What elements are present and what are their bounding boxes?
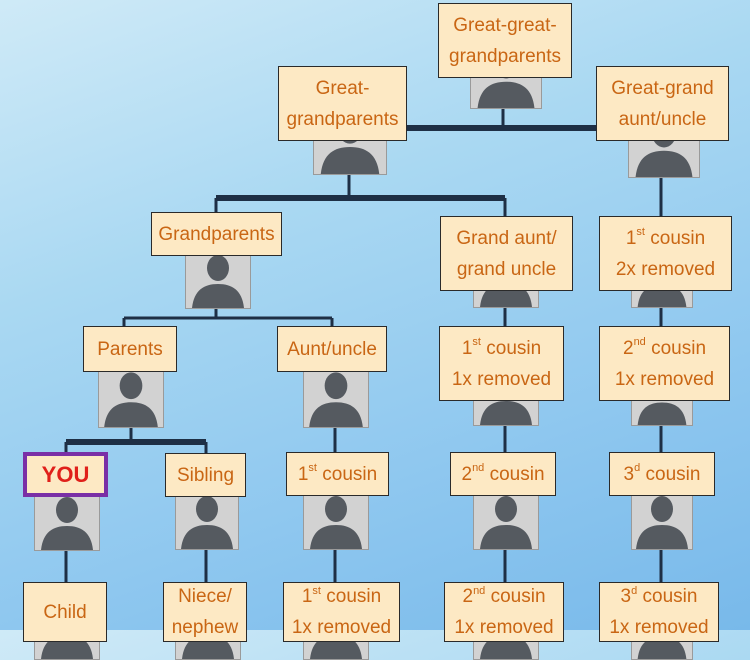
great-great-grandparents-label: Great-great-grandparents <box>438 3 572 78</box>
label-line: 1st cousin <box>625 226 706 249</box>
aunt-uncle-label: Aunt/uncle <box>277 326 387 372</box>
label-line: 1x removed <box>609 617 709 638</box>
label-line: Aunt/uncle <box>287 338 377 360</box>
label-line: 3d cousin <box>623 462 701 485</box>
label-line: Grandparents <box>158 223 275 245</box>
label-line: Great-grand <box>611 77 714 99</box>
great-grand-aunt-uncle-label: Great-grand aunt/uncle <box>596 66 729 141</box>
person-silhouette-icon <box>309 372 363 427</box>
niece-nephew-label: Niece/nephew <box>163 582 247 642</box>
label-line: Great-great- <box>453 14 557 36</box>
label-line: aunt/uncle <box>618 108 707 130</box>
first-cousin-2x-removed-label: 1st cousin 2x removed <box>599 216 732 291</box>
label-line: 1st cousin <box>461 336 542 359</box>
person-silhouette-icon <box>480 496 532 549</box>
label-line: nephew <box>171 617 239 638</box>
label-line: Parents <box>97 338 163 360</box>
child-label: Child <box>23 582 107 642</box>
label-line: grandparents <box>286 108 399 130</box>
you-label: YOU <box>23 452 108 497</box>
label-line: Child <box>43 601 87 623</box>
label-line: 2nd cousin <box>461 462 545 485</box>
person-silhouette-icon <box>310 496 362 549</box>
person-silhouette-icon <box>636 496 688 549</box>
label-line: 1st cousin <box>301 584 382 607</box>
sibling-label: Sibling <box>165 453 246 497</box>
first-cousin-label: 1st cousin <box>286 452 389 496</box>
label-line: grand uncle <box>456 258 557 280</box>
person-silhouette-icon <box>181 496 233 549</box>
second-cousin-1x-removed-label: 2nd cousin 1x removed <box>599 326 730 401</box>
parents-label: Parents <box>83 326 177 372</box>
third-cousin-1x-removed-bottom-label: 3d cousin 1x removed <box>599 582 719 642</box>
label-line: 2nd cousin <box>622 336 707 359</box>
person-silhouette-icon <box>41 497 93 550</box>
person-silhouette-icon <box>104 372 158 427</box>
first-cousin-1x-removed-label: 1st cousin 1x removed <box>439 326 564 401</box>
third-cousin-label: 3d cousin <box>609 452 715 496</box>
label-line: Sibling <box>176 464 235 486</box>
label-line: 3d cousin <box>620 584 698 607</box>
label-line: YOU <box>41 462 90 487</box>
first-cousin-1x-removed-bottom-label: 1st cousin 1x removed <box>283 582 400 642</box>
label-line: Grand aunt/ <box>456 227 557 249</box>
label-line: 2nd cousin <box>462 584 546 607</box>
second-cousin-label: 2nd cousin <box>450 452 556 496</box>
label-line: 1x removed <box>614 368 715 390</box>
grand-aunt-uncle-label: Grand aunt/grand uncle <box>440 216 573 291</box>
second-cousin-1x-removed-bottom-label: 2nd cousin 1x removed <box>444 582 564 642</box>
label-line: 1x removed <box>454 617 554 638</box>
label-line: 1st cousin <box>297 462 378 485</box>
label-line: Niece/ <box>178 586 232 607</box>
label-line: 1x removed <box>451 368 552 390</box>
grandparents-label: Grandparents <box>151 212 282 256</box>
label-line: grandparents <box>449 45 561 67</box>
label-line: Great- <box>315 77 370 99</box>
label-line: 1x removed <box>291 617 392 638</box>
label-line: 2x removed <box>615 258 716 280</box>
person-silhouette-icon <box>192 255 244 308</box>
great-grandparents-label: Great-grandparents <box>278 66 407 141</box>
